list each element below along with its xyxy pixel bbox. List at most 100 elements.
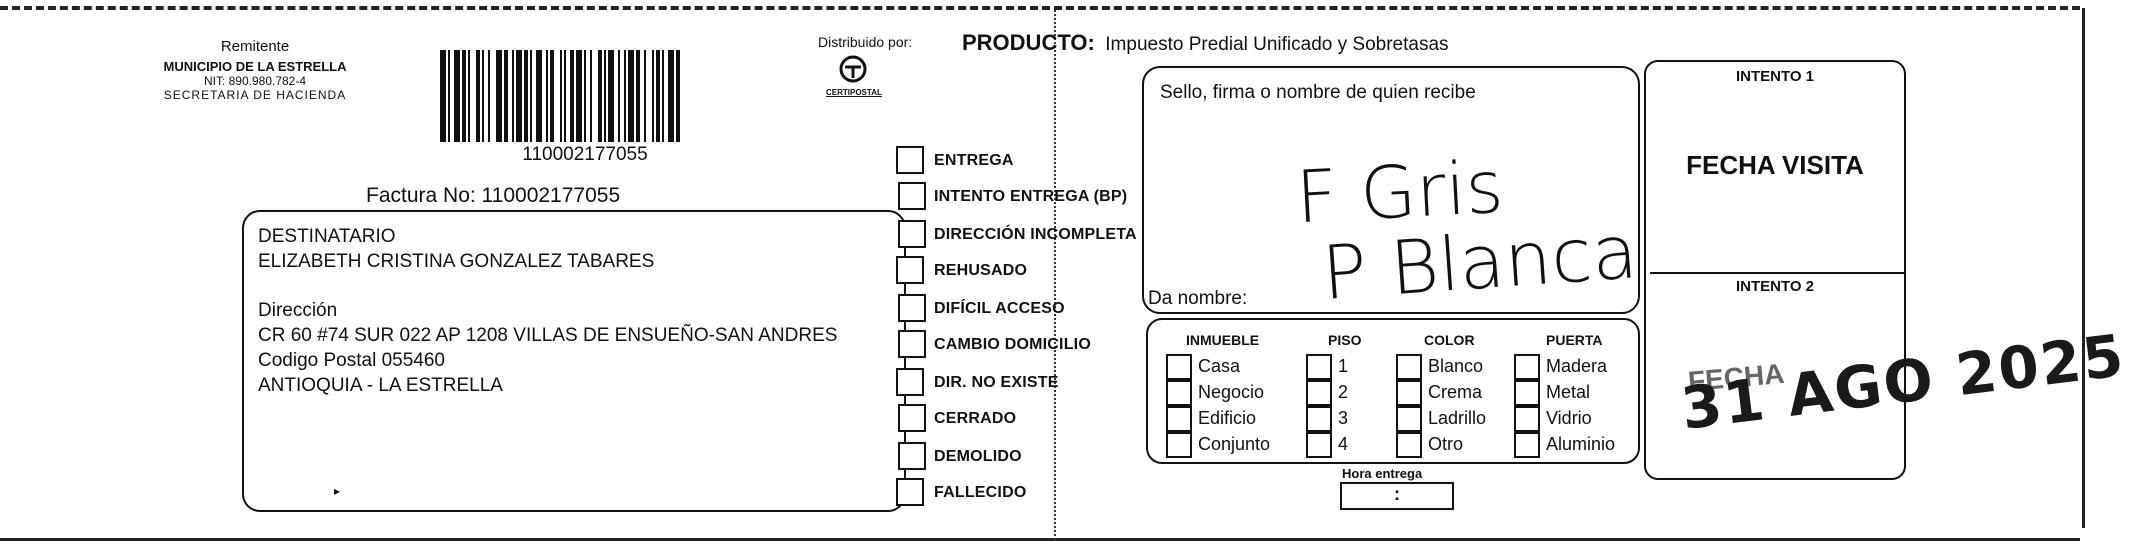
status-checkbox[interactable] — [896, 478, 924, 506]
certipostal-logo-icon — [838, 54, 868, 84]
attempt2-label: INTENTO 2 — [1735, 278, 1815, 295]
property-option-label: Casa — [1198, 356, 1241, 376]
visit-date-label: FECHA VISITA — [1686, 150, 1864, 180]
barcode-bar — [570, 50, 574, 142]
property-checkbox[interactable] — [1396, 380, 1422, 406]
recipient-block: DESTINATARIO ELIZABETH CRISTINA GONZALEZ… — [258, 224, 837, 398]
top-edge — [0, 6, 2080, 10]
barcode-bar — [550, 50, 554, 142]
status-checkbox[interactable] — [896, 368, 924, 396]
property-option-label: Blanco — [1428, 356, 1484, 376]
barcode-bar — [496, 50, 502, 142]
barcode-bar — [524, 50, 528, 142]
barcode-bar — [624, 50, 626, 142]
attempts-divider — [1650, 272, 1906, 274]
property-option-label: 3 — [1338, 408, 1349, 428]
receipt-box — [1142, 66, 1640, 314]
property-checkbox[interactable] — [1166, 406, 1192, 432]
status-label: CAMBIO DOMICILIO — [934, 336, 1091, 353]
property-option-label: Conjunto — [1198, 434, 1271, 454]
property-option-label: 2 — [1338, 382, 1349, 402]
barcode-bar — [536, 50, 542, 142]
property-checkbox[interactable] — [1306, 432, 1332, 458]
property-option-label: Madera — [1546, 356, 1608, 376]
property-option-label: Vidrio — [1546, 408, 1592, 428]
sender-nit: NIT: 890.980.782-4 — [203, 74, 307, 88]
status-label: DIR. NO EXISTE — [934, 374, 1059, 391]
barcode-bar — [598, 50, 602, 142]
barcode-bar — [644, 50, 646, 142]
property-checkbox[interactable] — [1514, 380, 1540, 406]
property-option-label: Negocio — [1198, 382, 1265, 402]
status-checkbox[interactable] — [896, 146, 924, 174]
sender-heading: Remitente — [220, 38, 290, 55]
status-checkbox[interactable] — [898, 330, 926, 358]
receipt-label: Sello, firma o nombre de quien recibe — [1160, 82, 1476, 103]
status-label: FALLECIDO — [934, 484, 1027, 501]
barcode-number: 110002177055 — [522, 144, 648, 165]
product-line: PRODUCTO: Impuesto Predial Unificado y S… — [962, 30, 1449, 56]
property-column-header: PISO — [1328, 332, 1362, 348]
recipient-heading: DESTINATARIO — [258, 226, 396, 247]
barcode-bar — [504, 50, 508, 142]
property-checkbox[interactable] — [1514, 354, 1540, 380]
status-checkbox[interactable] — [898, 220, 926, 248]
barcode-bar — [676, 50, 680, 142]
property-checkbox[interactable] — [1396, 432, 1422, 458]
product-label: PRODUCTO: — [962, 30, 1095, 55]
status-checkbox[interactable] — [898, 404, 926, 432]
property-option-label: Edificio — [1198, 408, 1257, 428]
property-checkbox[interactable] — [1306, 354, 1332, 380]
property-checkbox[interactable] — [1166, 354, 1192, 380]
property-checkbox[interactable] — [1396, 354, 1422, 380]
property-checkbox[interactable] — [1166, 380, 1192, 406]
barcode-bar — [462, 50, 466, 142]
barcode-bar — [482, 50, 484, 142]
property-checkbox[interactable] — [1306, 380, 1332, 406]
property-checkbox[interactable] — [1396, 406, 1422, 432]
property-checkbox[interactable] — [1514, 406, 1540, 432]
recipient-box — [242, 210, 906, 512]
barcode-bar — [560, 50, 562, 142]
property-checkbox[interactable] — [1166, 432, 1192, 458]
barcode — [440, 50, 730, 142]
property-option-label: Ladrillo — [1428, 408, 1487, 428]
right-edge — [2082, 8, 2085, 528]
property-column-header: COLOR — [1424, 332, 1475, 348]
status-label: ENTREGA — [934, 152, 1014, 169]
barcode-bar — [668, 50, 674, 142]
attempt1-label: INTENTO 1 — [1735, 68, 1815, 85]
distributor-brand: CERTIPOSTAL — [826, 88, 882, 97]
status-checkbox[interactable] — [898, 182, 926, 210]
barcode-bar — [652, 50, 654, 142]
property-column-header: INMUEBLE — [1186, 332, 1260, 348]
property-option-label: 4 — [1338, 434, 1349, 454]
barcode-bar — [530, 50, 532, 142]
barcode-bar — [516, 50, 522, 142]
status-label: DIRECCIÓN INCOMPLETA — [934, 226, 1137, 243]
address-label: Dirección — [258, 300, 338, 321]
status-checkbox[interactable] — [898, 294, 926, 322]
sender-block: Remitente MUNICIPIO DE LA ESTRELLA NIT: … — [120, 38, 390, 102]
property-option-label: Aluminio — [1546, 434, 1616, 454]
barcode-bar — [608, 50, 614, 142]
barcode-bar — [584, 50, 586, 142]
barcode-bar — [656, 50, 660, 142]
time-label: Hora entrega — [1342, 466, 1423, 481]
status-label: INTENTO ENTREGA (BP) — [934, 188, 1128, 205]
recipient-address: CR 60 #74 SUR 022 AP 1208 VILLAS DE ENSU… — [258, 325, 838, 346]
barcode-bar — [476, 50, 480, 142]
barcode-bar — [564, 50, 566, 142]
time-field[interactable]: : — [1340, 482, 1454, 510]
time-value: : — [1394, 484, 1400, 504]
property-checkbox[interactable] — [1306, 406, 1332, 432]
barcode-bar — [454, 50, 460, 142]
property-option-label: Metal — [1546, 382, 1591, 402]
status-checkbox[interactable] — [898, 442, 926, 470]
property-option-label: Otro — [1428, 434, 1464, 454]
status-label: CERRADO — [934, 410, 1017, 427]
property-column-header: PUERTA — [1546, 332, 1603, 348]
property-checkbox[interactable] — [1514, 432, 1540, 458]
product-value: Impuesto Predial Unificado y Sobretasas — [1105, 34, 1449, 55]
status-checkbox[interactable] — [896, 256, 924, 284]
